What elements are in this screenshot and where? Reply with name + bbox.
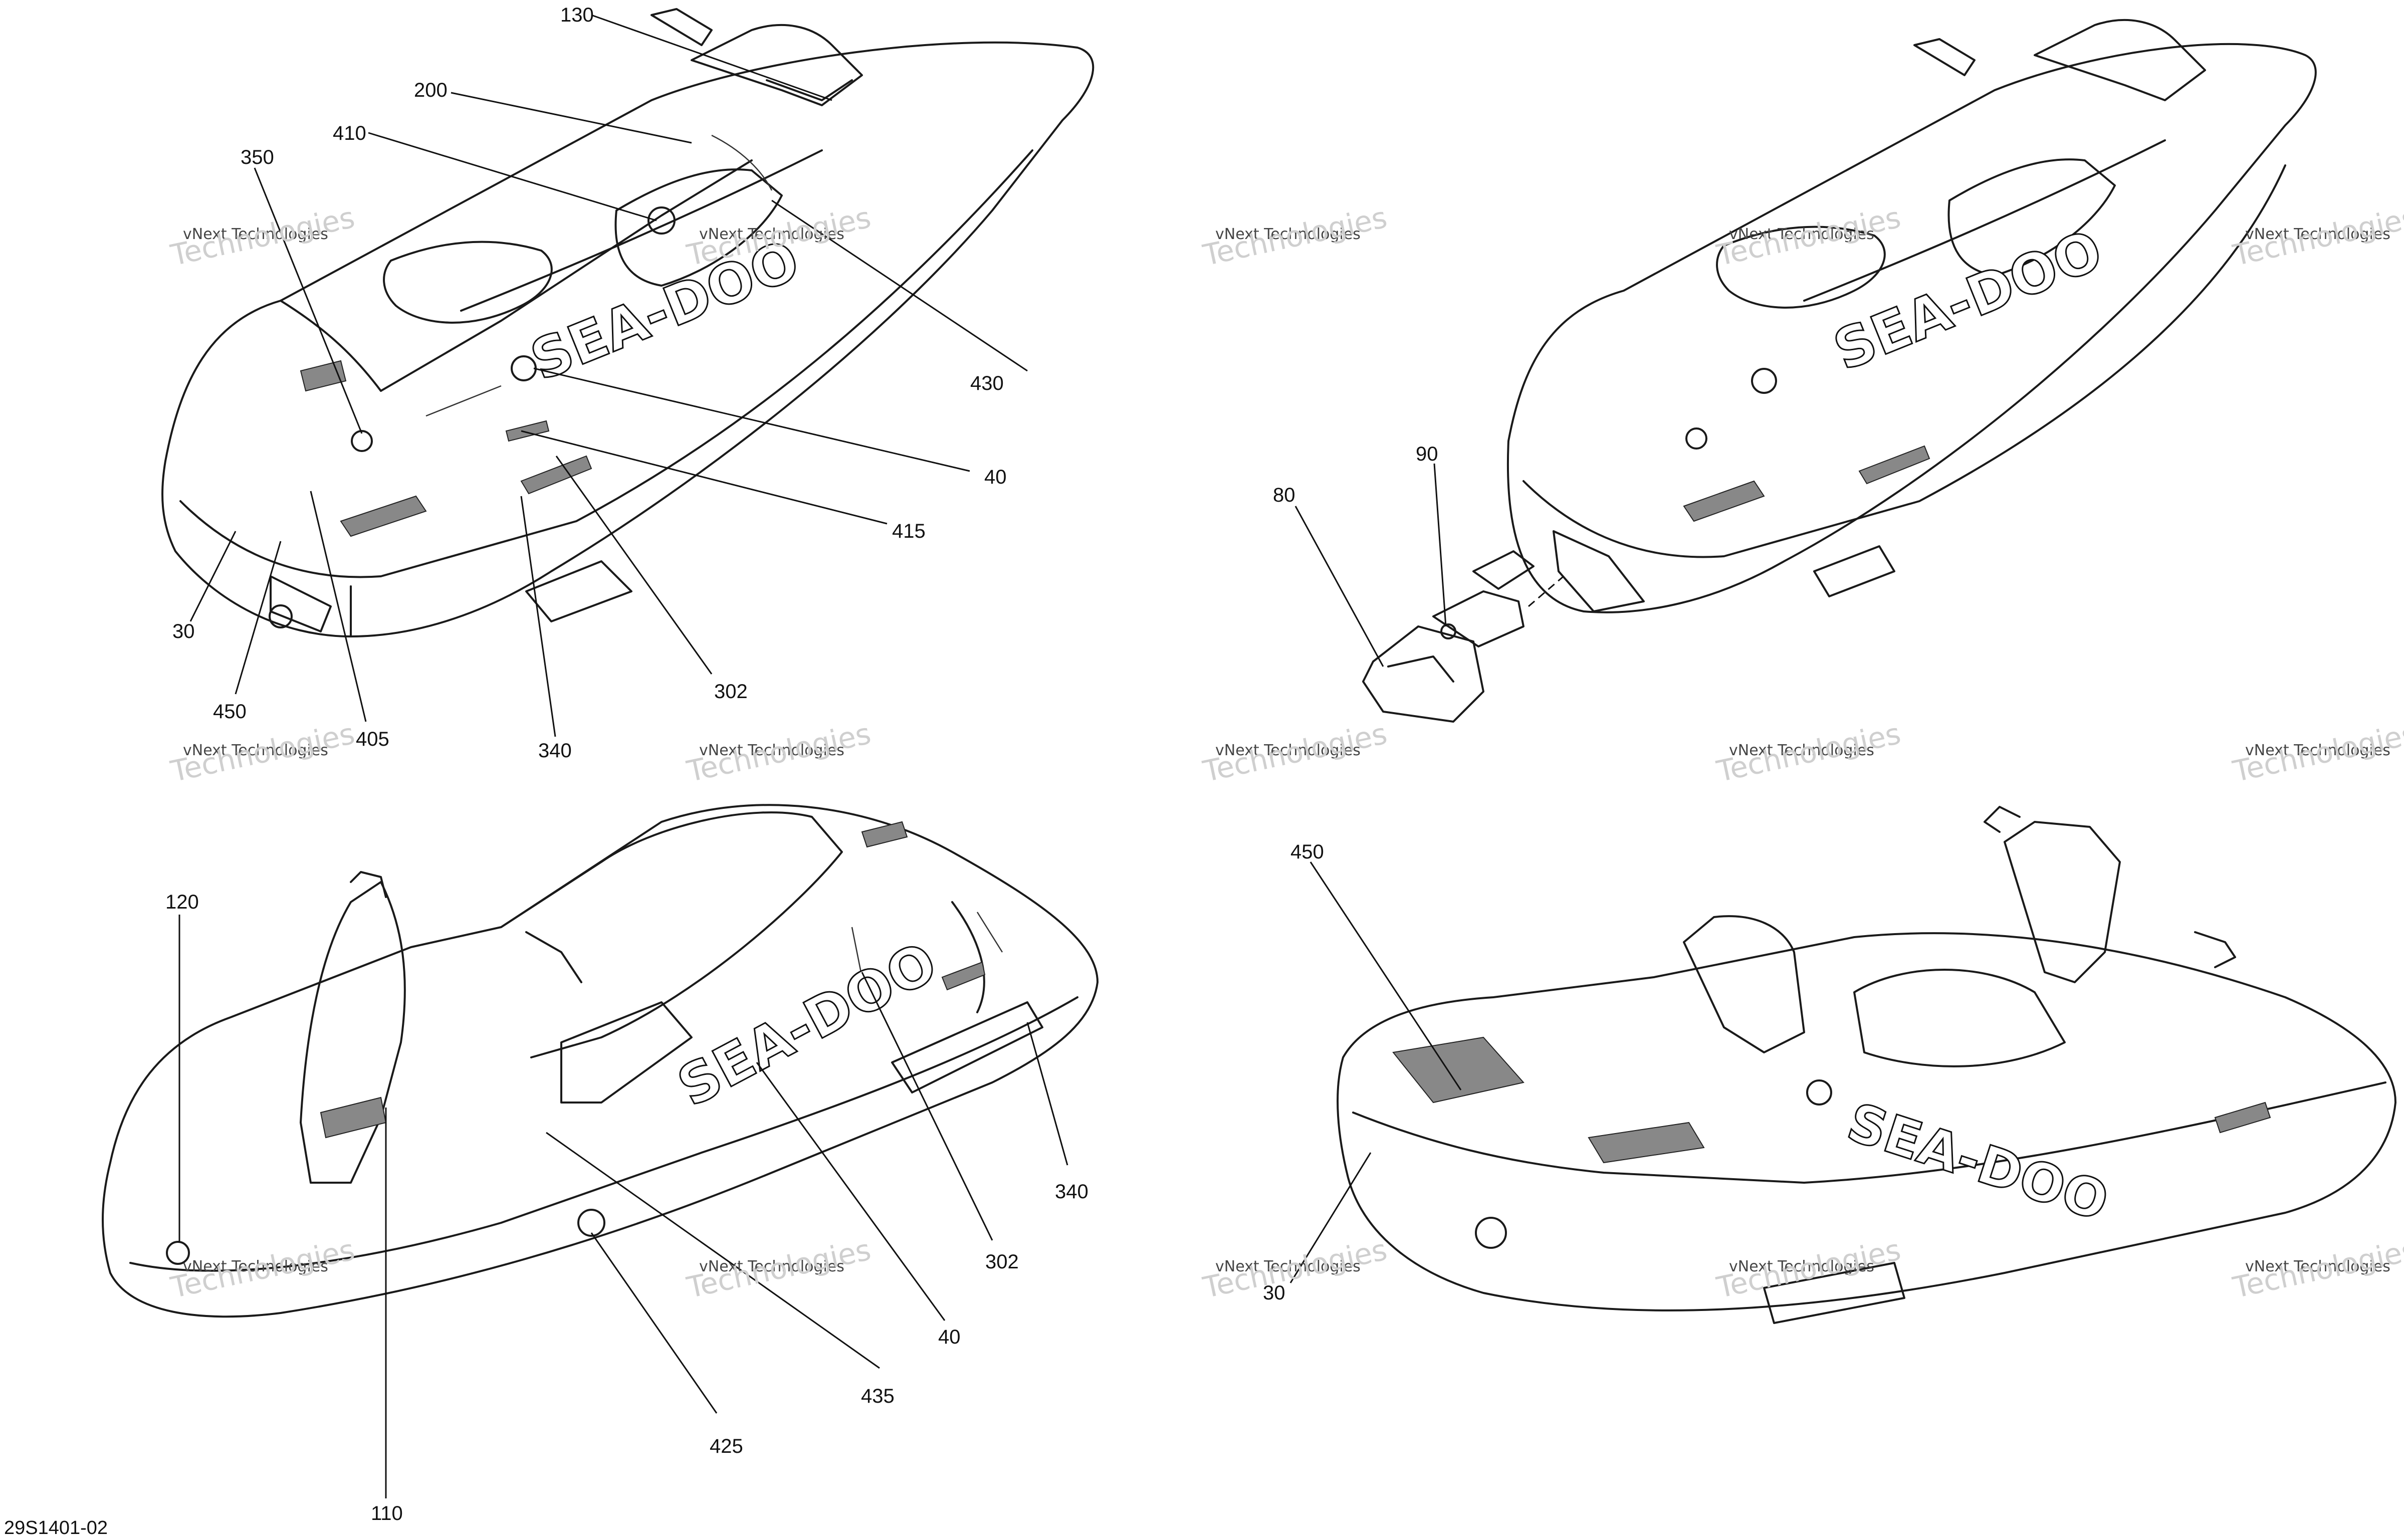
callout-405: 405 [356, 728, 389, 750]
callout-340-top: 340 [538, 740, 572, 762]
callout-415: 415 [892, 520, 926, 542]
seat-backrest [1683, 915, 1805, 1053]
callout-350: 350 [241, 146, 274, 168]
callout-435: 435 [861, 1385, 895, 1407]
leaders-bottom-left [178, 915, 1068, 1498]
sea-doo-logo-decal-3: SEA-DOO [668, 930, 947, 1119]
callout-40-top: 40 [984, 466, 1007, 488]
leaders-top-right [1294, 463, 1447, 667]
callout-120: 120 [165, 891, 199, 913]
callout-30-top: 30 [172, 620, 195, 642]
callout-200: 200 [414, 79, 448, 101]
callout-410: 410 [333, 122, 366, 144]
callout-425: 425 [710, 1435, 743, 1457]
view-bottom-left-watercraft: SEA-DOO [102, 804, 1099, 1318]
callout-302-bottom: 302 [985, 1251, 1019, 1273]
view-top-left-watercraft: SEA-DOO [161, 8, 1095, 637]
callout-40-bottom: 40 [938, 1326, 961, 1348]
callout-340-bottom: 340 [1055, 1181, 1088, 1203]
callout-450-top: 450 [213, 701, 247, 723]
handlebar-column [2004, 821, 2121, 983]
detached-control-module [1362, 625, 1484, 723]
callout-302-top: 302 [714, 681, 748, 703]
callout-30-bottom: 30 [1263, 1282, 1285, 1304]
callout-450-bottom: 450 [1290, 841, 1324, 863]
callout-90: 90 [1416, 443, 1438, 465]
callout-430: 430 [970, 372, 1004, 394]
leaders-top-left [189, 14, 1028, 737]
leaders-bottom-right [1289, 861, 1462, 1283]
sea-doo-logo-decal-4: SEA-DOO [1840, 1091, 2115, 1233]
document-id: 29S1401-02 [4, 1517, 108, 1538]
callout-80: 80 [1273, 484, 1295, 506]
callout-130: 130 [560, 4, 594, 26]
view-top-right-watercraft: SEA-DOO [1362, 19, 2317, 723]
callout-110: 110 [371, 1502, 403, 1524]
engine-access-opening [560, 1001, 693, 1104]
